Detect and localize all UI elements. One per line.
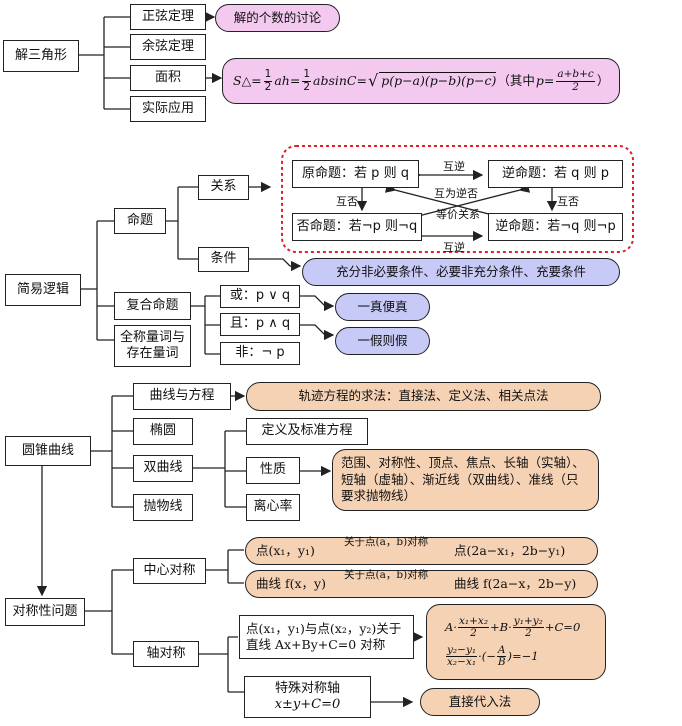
node-not: 非：¬ p — [220, 342, 300, 365]
node-quantifier: 全称量词与 存在量词 — [114, 325, 191, 367]
node-application: 实际应用 — [130, 96, 206, 122]
node-property: 性质 — [246, 457, 300, 484]
node-curve-equation: 曲线与方程 — [133, 383, 231, 410]
arrow-label-curve: 关于点(a，b)对称 — [344, 569, 429, 581]
node-axial-symmetry: 轴对称 — [133, 641, 199, 667]
note-direct-substitution: 直接代入法 — [420, 688, 540, 716]
node-parabola: 抛物线 — [133, 494, 193, 521]
formula-p: p= — [535, 72, 555, 88]
formula-heron: p(p−a)(p−b)(p−c) — [379, 72, 497, 89]
node-inverse-prop: 否命题：若¬p 则¬q — [292, 213, 422, 241]
node-symmetry-problems: 对称性问题 — [5, 598, 85, 626]
label-negation-left: 互否 — [336, 195, 358, 208]
sqrt-sign-icon: √ — [367, 70, 379, 90]
label-converse-top: 互逆 — [443, 160, 465, 173]
axial-line-1: 点(x₁，y₁)与点(x₂，y₂)关于 — [246, 621, 402, 637]
axial-line-2: 直线 Ax+By+C=0 对称 — [246, 637, 386, 652]
node-axial-condition: 点(x₁，y₁)与点(x₂，y₂)关于 直线 Ax+By+C=0 对称 — [239, 615, 414, 659]
formula-ah: ah= — [274, 72, 301, 88]
node-definition: 定义及标准方程 — [246, 418, 368, 445]
node-sine-law: 正弦定理 — [130, 4, 206, 30]
label-contrapositive: 互为逆否 — [434, 187, 478, 200]
note-one-true: 一真便真 — [335, 293, 430, 321]
node-contrapositive-prop: 逆命题：若¬q 则¬p — [488, 213, 623, 241]
note-curve-central: 曲线 f(x，y) 关于点(a，b)对称 曲线 f(2a−x，2b−y) — [245, 569, 598, 598]
node-central-symmetry: 中心对称 — [133, 558, 206, 584]
note-solution-count: 解的个数的讨论 — [215, 4, 340, 32]
arrow-label-point: 关于点(a，b)对称 — [344, 536, 429, 548]
special-axis-line-1: 特殊对称轴 — [274, 680, 340, 696]
label-converse-bottom: 互逆 — [443, 241, 465, 254]
curve-image: 曲线 f(2a−x，2b−y) — [454, 575, 577, 591]
node-eccentricity: 离心率 — [246, 494, 300, 521]
node-cosine-law: 余弦定理 — [130, 34, 206, 60]
formula-paren-close: ） — [596, 72, 610, 88]
node-converse-prop: 逆命题：若 q 则 p — [488, 160, 623, 188]
formula-paren-open: （其中 — [497, 72, 535, 88]
curve-source: 曲线 f(x，y) — [256, 575, 326, 591]
note-point-central: 点(x₁，y₁) 关于点(a，b)对称 点(2a−x₁，2b−y₁) — [245, 536, 598, 565]
node-proposition: 命题 — [114, 208, 166, 234]
node-solve-triangle: 解三角形 — [3, 40, 79, 72]
point-source: 点(x₁，y₁) — [256, 542, 315, 558]
note-one-false: 一假则假 — [335, 327, 430, 355]
special-axis-line-2: x±y+C=0 — [274, 697, 341, 712]
formula-absinc: absinC= — [313, 72, 367, 88]
node-and: 且：p ∧ q — [220, 313, 300, 336]
note-properties: 范围、对称性、顶点、焦点、长轴（实轴）、短轴（虚轴）、渐近线（双曲线）、准线（只… — [332, 449, 599, 511]
formula-s: S△= — [233, 72, 262, 88]
node-special-axis: 特殊对称轴 x±y+C=0 — [244, 676, 371, 718]
quantifier-line-2: 存在量词 — [126, 346, 179, 361]
note-conditions: 充分非必要条件、必要非充分条件、充要条件 — [302, 258, 620, 286]
node-ellipse: 椭圆 — [133, 418, 193, 445]
node-conic-sections: 圆锥曲线 — [5, 436, 91, 466]
node-simple-logic: 简易逻辑 — [5, 274, 81, 306]
note-trajectory-methods: 轨迹方程的求法：直接法、定义法、相关点法 — [246, 382, 601, 411]
node-hyperbola: 双曲线 — [133, 455, 193, 482]
label-negation-right: 互否 — [557, 195, 579, 208]
quantifier-line-1: 全称量词与 — [119, 329, 185, 345]
node-or: 或：p ∨ q — [220, 285, 300, 308]
node-area: 面积 — [130, 65, 206, 91]
node-condition: 条件 — [198, 247, 249, 272]
node-compound: 复合命题 — [114, 292, 191, 320]
point-image: 点(2a−x₁，2b−y₁) — [454, 542, 566, 558]
node-original-prop: 原命题：若 p 则 q — [292, 160, 419, 188]
node-relation: 关系 — [198, 175, 249, 200]
label-equivalent: 等价关系 — [436, 208, 480, 221]
